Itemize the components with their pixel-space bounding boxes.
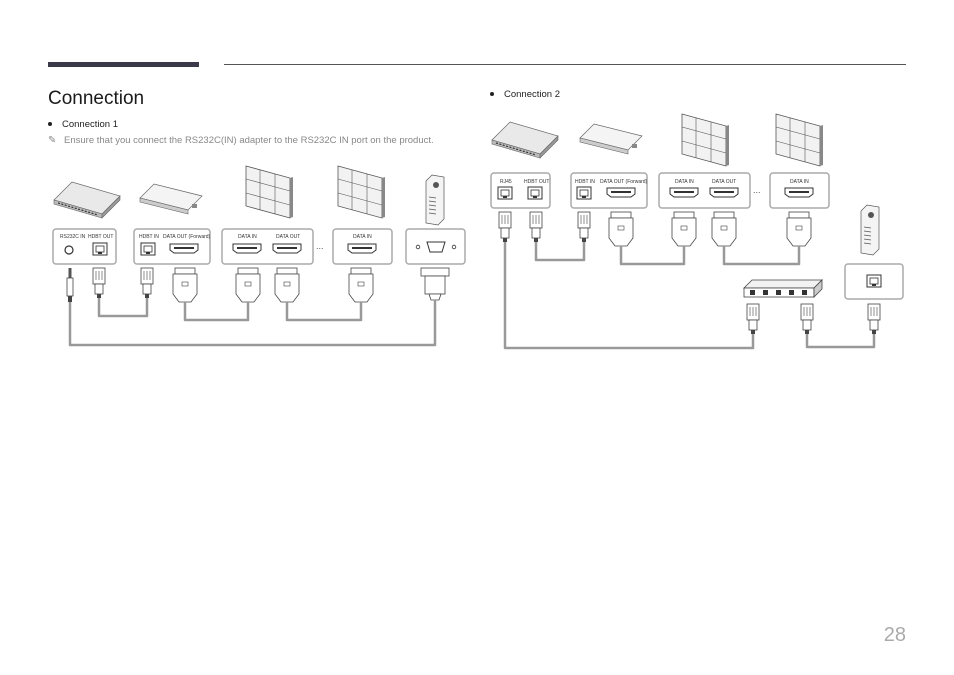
connection1-bullet: Connection 1 bbox=[48, 119, 118, 130]
serial-plug-icon bbox=[420, 267, 450, 301]
rj45-port-icon bbox=[866, 274, 882, 288]
c1-pc-icon bbox=[425, 174, 445, 226]
page-title: Connection bbox=[48, 88, 145, 109]
rj45-plug-icon bbox=[529, 211, 543, 243]
rj45-plug-icon bbox=[746, 303, 760, 335]
audio-jack-plug-icon bbox=[66, 267, 74, 303]
c1-cables bbox=[68, 298, 437, 347]
hdmi-port-icon bbox=[347, 243, 377, 254]
c1-video-wall-2 bbox=[337, 165, 386, 219]
bullet-dot-icon bbox=[48, 122, 52, 127]
connection1-note: ✎ Ensure that you connect the RS232C(IN) … bbox=[48, 135, 434, 146]
c1-hdbt-adapter bbox=[139, 183, 203, 215]
c1-port-data-in-1: DATA IN bbox=[238, 234, 257, 240]
pencil-note-icon: ✎ bbox=[48, 135, 57, 146]
c2-video-wall-2 bbox=[775, 113, 824, 167]
c2-port-box-wall-1 bbox=[658, 172, 751, 209]
connection2-bullet: Connection 2 bbox=[490, 89, 560, 100]
header-rule bbox=[224, 64, 906, 65]
hdmi-port-icon bbox=[669, 187, 699, 198]
c1-port-data-out-1: DATA OUT bbox=[276, 234, 300, 240]
rj45-plug-icon bbox=[577, 211, 591, 243]
hdmi-port-icon bbox=[272, 243, 302, 254]
rj45-port-icon bbox=[527, 186, 543, 200]
hdmi-port-icon bbox=[169, 243, 199, 254]
rj45-port-icon bbox=[140, 242, 156, 256]
c2-display-device bbox=[491, 121, 559, 159]
c2-video-wall-1 bbox=[681, 113, 730, 167]
c2-hdbt-adapter bbox=[579, 123, 643, 155]
rj45-plug-icon bbox=[498, 211, 512, 243]
c1-video-wall-1 bbox=[245, 165, 294, 219]
rj45-port-icon bbox=[497, 186, 513, 200]
page-number: 28 bbox=[883, 624, 906, 646]
hdmi-port-icon bbox=[784, 187, 814, 198]
c2-port-hdbt-out: HDBT OUT bbox=[524, 179, 549, 185]
c1-port-data-in-2: DATA IN bbox=[353, 234, 372, 240]
c2-port-data-in-1: DATA IN bbox=[675, 179, 694, 185]
rj45-port-icon bbox=[576, 186, 592, 200]
screw-icon bbox=[451, 244, 457, 250]
c2-port-data-in-2: DATA IN bbox=[790, 179, 809, 185]
c2-port-rj45: RJ45 bbox=[500, 179, 512, 185]
hdmi-plug-icon bbox=[348, 267, 374, 303]
rj45-plug-icon bbox=[140, 267, 154, 299]
screw-icon bbox=[415, 244, 421, 250]
ellipsis-icon: ... bbox=[316, 241, 324, 251]
connection2-label: Connection 2 bbox=[504, 89, 560, 100]
hdmi-port-icon bbox=[232, 243, 262, 254]
network-switch-icon bbox=[743, 279, 823, 298]
serial-port-icon bbox=[426, 241, 446, 253]
rj45-plug-icon bbox=[800, 303, 814, 335]
c1-port-box-wall-1 bbox=[221, 228, 314, 265]
header-accent-bar bbox=[48, 62, 199, 67]
c2-port-data-out-forward: DATA OUT (Forward) bbox=[600, 179, 648, 185]
hdmi-plug-icon bbox=[608, 211, 634, 247]
hdmi-plug-icon bbox=[172, 267, 198, 303]
connection1-label: Connection 1 bbox=[62, 119, 118, 130]
rj45-plug-icon bbox=[92, 267, 106, 299]
audio-jack-port-icon bbox=[64, 245, 74, 255]
hdmi-plug-icon bbox=[711, 211, 737, 247]
hdmi-plug-icon bbox=[235, 267, 261, 303]
c2-port-data-out-1: DATA OUT bbox=[712, 179, 736, 185]
c1-port-rs232c-in: RS232C IN bbox=[60, 234, 86, 240]
bullet-dot-icon bbox=[490, 92, 494, 97]
c1-display-device bbox=[53, 181, 121, 219]
hdmi-port-icon bbox=[606, 187, 636, 198]
c2-pc-icon bbox=[860, 204, 880, 256]
hdmi-plug-icon bbox=[786, 211, 812, 247]
c2-cables bbox=[503, 242, 876, 350]
rj45-port-icon bbox=[92, 242, 108, 256]
hdmi-plug-icon bbox=[671, 211, 697, 247]
hdmi-port-icon bbox=[709, 187, 739, 198]
c1-port-hdbt-out: HDBT OUT bbox=[88, 234, 113, 240]
rj45-plug-icon bbox=[867, 303, 881, 335]
hdmi-plug-icon bbox=[274, 267, 300, 303]
ellipsis-icon: ... bbox=[753, 185, 761, 195]
c2-port-hdbt-in: HDBT IN bbox=[575, 179, 595, 185]
connection1-note-text: Ensure that you connect the RS232C(IN) a… bbox=[64, 135, 434, 146]
c1-port-hdbt-in: HDBT IN bbox=[139, 234, 159, 240]
c1-port-data-out-forward: DATA OUT (Forward) bbox=[163, 234, 211, 240]
